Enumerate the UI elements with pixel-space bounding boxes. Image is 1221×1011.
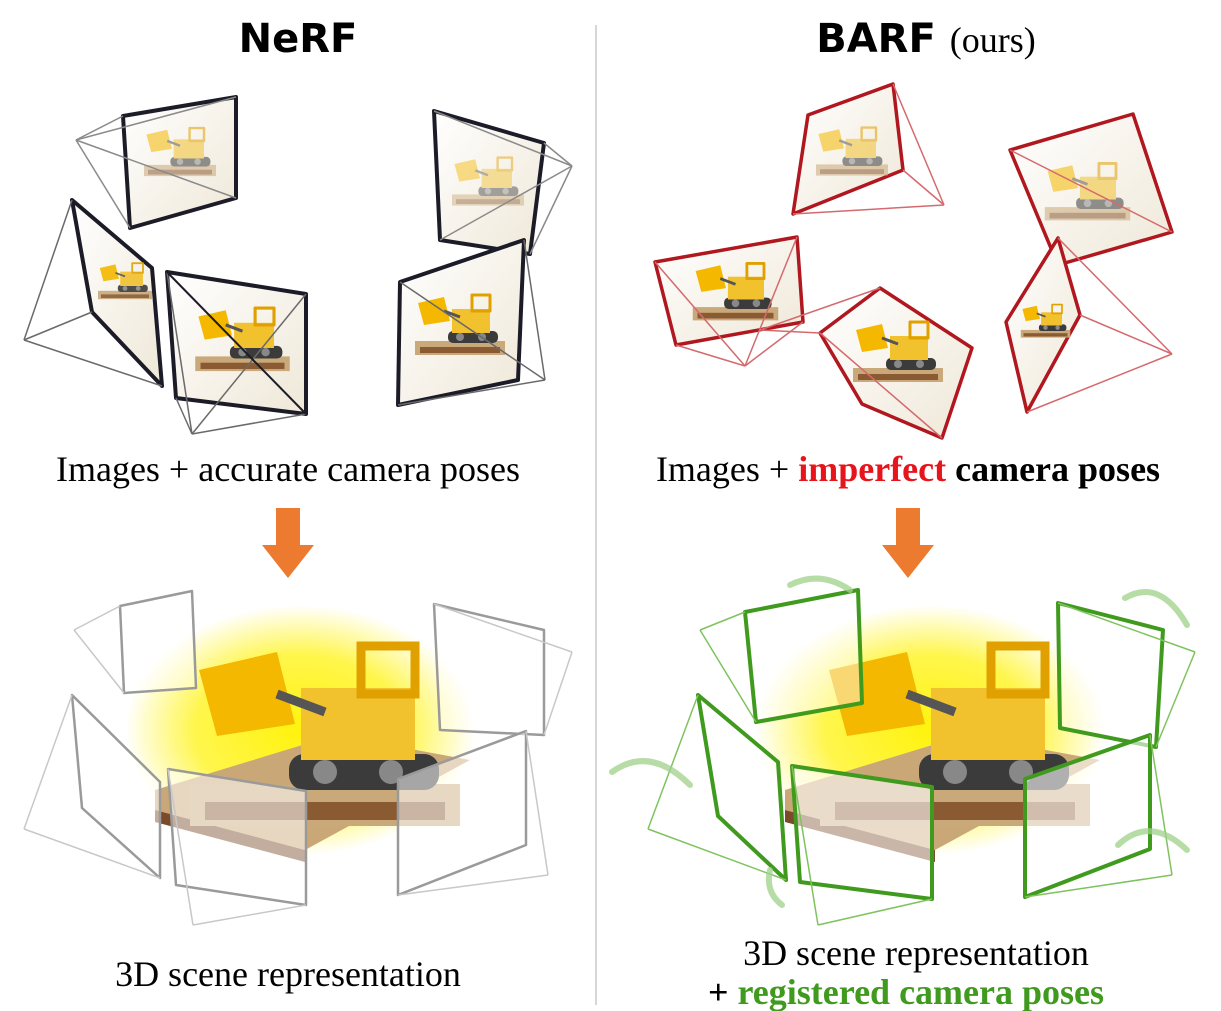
barf-input-caption-suffix: camera poses	[946, 449, 1160, 489]
camera-frustum	[23, 198, 164, 388]
accurate-cameras	[23, 95, 573, 435]
curved-arrow	[609, 758, 693, 788]
barf-input-caption-highlight: imperfect	[798, 449, 946, 489]
camera-frustum	[759, 286, 974, 440]
barf-output-caption-line2: + registered camera poses	[708, 972, 1104, 1011]
curved-arrow	[1115, 828, 1190, 853]
camera-frustum	[432, 109, 573, 256]
imperfect-cameras	[653, 82, 1174, 440]
barf-output-caption-plus: +	[708, 972, 738, 1011]
camera-frustum	[791, 82, 945, 216]
curved-arrow	[787, 575, 853, 593]
barf-scene	[609, 575, 1196, 926]
camera-frustum	[165, 270, 308, 435]
down-arrow	[262, 508, 314, 578]
nerf-input-caption: Images + accurate camera poses	[56, 449, 520, 489]
barf-title-suffix: (ours)	[950, 20, 1036, 60]
camera-frustum	[396, 238, 546, 407]
barf-output-caption-line1: 3D scene representation	[743, 933, 1089, 973]
nerf-output-caption: 3D scene representation	[115, 954, 461, 994]
barf-title: BARF (ours)	[816, 16, 1036, 62]
barf-input-caption-prefix: Images +	[656, 449, 798, 489]
barf-input-caption: Images + imperfect camera poses	[656, 449, 1160, 489]
curved-arrow	[765, 867, 785, 908]
nerf-title: NeRF	[239, 16, 358, 62]
curved-arrow	[1122, 589, 1190, 628]
barf-output-caption-highlight: registered camera poses	[737, 972, 1104, 1011]
nerf-scene	[23, 589, 573, 926]
barf-title-bold: BARF	[816, 16, 936, 62]
camera-frustum	[75, 95, 238, 230]
camera-frustum	[1008, 112, 1174, 267]
camera-frustum	[1004, 236, 1173, 414]
camera-frustum	[653, 235, 805, 367]
down-arrow	[882, 508, 934, 578]
